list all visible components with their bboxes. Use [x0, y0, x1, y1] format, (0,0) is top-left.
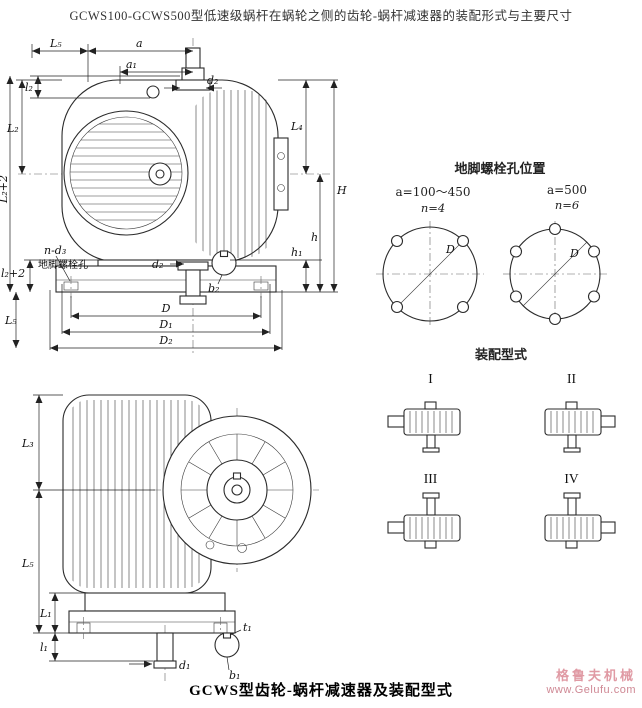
dim-label-L5-bottom: L₅	[4, 314, 17, 327]
dim-label-L5-top: L₅	[49, 37, 62, 50]
dim-label-l2-plus-2: l₂+2	[1, 267, 25, 280]
assembly-type-4: IV	[511, 471, 632, 553]
assembly-type-2: II	[511, 371, 632, 453]
dim-label-D-n6: D	[569, 247, 579, 260]
figure-caption: GCWS型齿轮-蜗杆减速器及装配型式	[189, 683, 453, 699]
assembly-grid: I II	[370, 371, 632, 553]
dim-label-D2: D₂	[158, 334, 172, 347]
bolt-hole-circles: D D	[376, 221, 607, 327]
dim-label-b1: b₁	[229, 669, 240, 682]
dimension-lines	[6, 44, 338, 352]
bottom-shaft	[177, 250, 237, 305]
bolt-layout-title: 地脚螺栓孔位置	[454, 161, 546, 176]
dim-label-D-n4: D	[445, 243, 455, 256]
assembly-type-2-label: II	[567, 371, 576, 386]
dim-label-D1: D₁	[158, 318, 172, 331]
dimension-labels: L₅ a a₁ d₂ l₂ L₂ L₂+2 l₂+2 n-d₃ 地脚螺栓孔 L₅…	[0, 37, 347, 347]
side-view-drawing: L₃ L₅ L₁ l₁ d₁ b₁ t₁	[21, 394, 319, 682]
dim-label-h: h	[311, 231, 318, 244]
dim-label-L4: L₄	[290, 120, 303, 133]
bolt-circle-n6: D	[503, 221, 607, 327]
dim-label-b2: b₂	[208, 282, 219, 295]
reducer-housing	[61, 79, 289, 263]
watermark-url: www.Gelufu.com	[546, 683, 636, 696]
assembly-types-section: 装配型式 I II	[370, 344, 632, 553]
dim-label-d2-bottom: d₂	[152, 258, 163, 271]
front-view-drawing: L₅ a a₁ d₂ l₂ L₂ L₂+2 l₂+2 n-d₃ 地脚螺栓孔 L₅…	[0, 37, 347, 354]
bolt-circle-n4: D	[376, 221, 484, 327]
dim-label-d2-top: d₂	[207, 74, 218, 87]
dim-label-l1: l₁	[40, 641, 48, 654]
assembly-type-2-icon	[543, 401, 616, 453]
dim-label-L1: L₁	[39, 607, 52, 620]
dim-label-L2-plus-2: L₂+2	[0, 175, 10, 204]
dim-label-l2: l₂	[25, 81, 33, 94]
assembly-title: 装配型式	[474, 347, 527, 362]
dim-label-n-d3: n-d₃	[44, 244, 66, 257]
bolt-right-a-range: a=500	[546, 183, 588, 197]
dim-label-h1: h₁	[291, 246, 303, 259]
assembly-type-1-icon	[386, 401, 461, 453]
bolt-left-a-range: a=100～450	[395, 185, 471, 199]
output-shaft	[153, 625, 242, 681]
watermark: 格鲁夫机械 www.Gelufu.com	[546, 668, 636, 697]
dim-label-D: D	[161, 302, 171, 315]
bolt-layout-right-labels: a=500 n=6	[500, 183, 634, 215]
page-title: GCWS100-GCWS500型低速级蜗杆在蜗轮之侧的齿轮-蜗杆减速器的装配形式…	[69, 9, 573, 23]
side-base	[68, 592, 236, 639]
dim-label-L3: L₃	[21, 437, 34, 450]
dim-label-d1: d₁	[179, 659, 190, 672]
bolt-right-n: n=6	[554, 198, 580, 212]
assembly-type-3-label: III	[423, 471, 438, 486]
dim-label-L2: L₂	[6, 122, 19, 135]
bolt-hole-layout-section: 地脚螺栓孔位置 a=100～450 n=4 a=500 n=6	[366, 158, 634, 344]
assembly-type-1-label: I	[428, 371, 433, 386]
dim-label-t1: t₁	[243, 621, 252, 634]
assembly-type-3: III	[370, 471, 491, 553]
base-plate	[55, 259, 277, 298]
bolt-layout-left-labels: a=100～450 n=4	[366, 183, 500, 215]
dim-label-a1: a₁	[126, 58, 137, 71]
top-shaft	[175, 47, 211, 91]
assembly-type-4-icon	[543, 492, 616, 549]
anchor-bolt-note: 地脚螺栓孔	[38, 258, 88, 271]
assembly-type-3-icon	[386, 492, 461, 549]
dim-label-L5: L₅	[21, 557, 34, 570]
assembly-type-1: I	[370, 371, 491, 453]
bolt-left-n: n=4	[420, 201, 446, 215]
worm-wheel-housing	[153, 408, 319, 572]
dimension-labels: L₃ L₅ L₁ l₁ d₁ b₁ t₁	[21, 437, 252, 682]
dimension-lines	[33, 394, 155, 668]
assembly-type-4-label: IV	[564, 471, 579, 486]
dim-label-H: H	[336, 184, 347, 197]
bolt-layout-labels: a=100～450 n=4 a=500 n=6	[366, 183, 634, 215]
watermark-brand: 格鲁夫机械	[555, 668, 636, 683]
dim-label-a: a	[136, 37, 143, 50]
